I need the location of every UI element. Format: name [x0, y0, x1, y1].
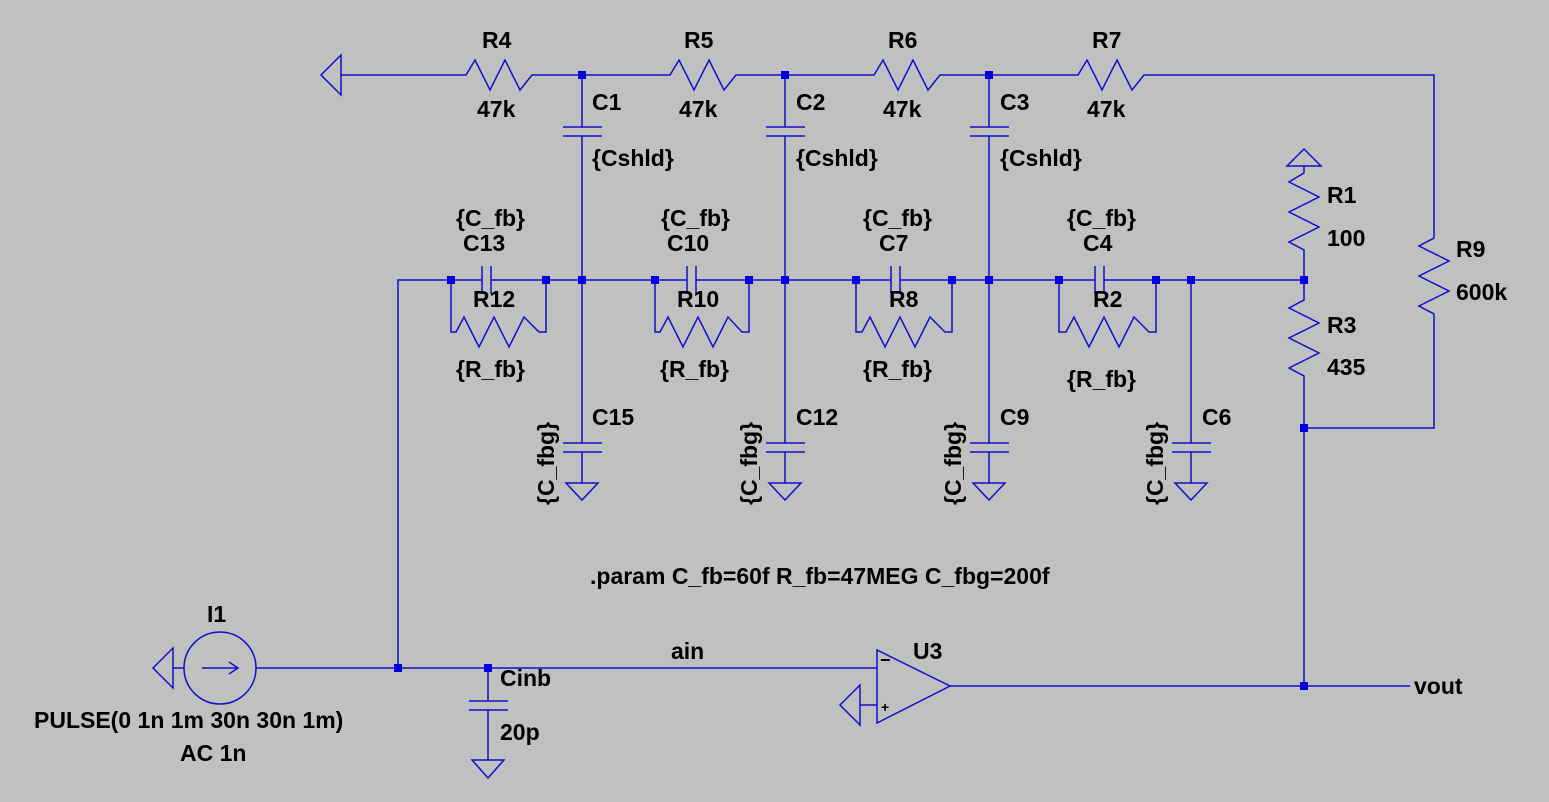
r2-value: {R_fb} — [1067, 366, 1136, 392]
resistor-r5[interactable]: R5 47k — [664, 27, 741, 122]
capacitor-c6[interactable]: C6 {C_fbg} — [1142, 280, 1231, 505]
r2-label: R2 — [1093, 286, 1122, 312]
r12-value: {R_fb} — [456, 356, 525, 382]
u3-label: U3 — [913, 638, 942, 664]
c1-value: {Cshld} — [592, 145, 674, 171]
c10-value: {C_fb} — [661, 205, 730, 231]
r10-label: R10 — [677, 286, 719, 312]
r1-ground-symbol — [1285, 147, 1323, 167]
u3-minus-input: − — [880, 650, 891, 670]
capacitor-c9[interactable]: C9 {C_fbg} — [940, 280, 1029, 505]
u3-plus-input: + — [881, 699, 889, 715]
resistor-r1[interactable]: R1 100 — [1285, 147, 1365, 280]
opamp-u3[interactable]: − + U3 — [838, 638, 1410, 727]
r7-label: R7 — [1092, 27, 1121, 53]
c7-label: C7 — [879, 230, 908, 256]
c15-value: {C_fbg} — [533, 422, 559, 505]
capacitor-c4 — [1059, 266, 1156, 294]
r6-value: 47k — [883, 96, 922, 122]
r5-value: 47k — [679, 96, 718, 122]
r8-label: R8 — [889, 286, 919, 312]
r4-value: 47k — [477, 96, 516, 122]
capacitor-c12[interactable]: C12 {C_fbg} — [736, 280, 838, 505]
resistor-r8 — [855, 280, 953, 349]
c2-value: {Cshld} — [796, 145, 878, 171]
r7-value: 47k — [1087, 96, 1126, 122]
resistor-r10 — [654, 280, 750, 349]
c12-ground-symbol — [767, 482, 803, 502]
feedback-section-3[interactable]: {C_fb} C7 R8 {R_fb} — [855, 205, 953, 382]
c2-label: C2 — [796, 89, 825, 115]
r8-value: {R_fb} — [863, 356, 932, 382]
r9-value: 600k — [1456, 279, 1507, 305]
resistor-r6[interactable]: R6 47k — [868, 27, 945, 122]
r3-label: R3 — [1327, 312, 1356, 338]
feedback-section-1[interactable]: {C_fb} C13 R12 {R_fb} — [450, 205, 547, 382]
top-chain-wires — [319, 53, 1435, 232]
cinb-ground-symbol — [470, 759, 506, 780]
capacitor-c1[interactable]: C1 {Cshld} — [563, 75, 674, 280]
resistor-r3[interactable]: R3 435 — [1287, 280, 1366, 428]
c6-value: {C_fbg} — [1142, 422, 1168, 505]
c9-label: C9 — [1000, 404, 1029, 430]
c13-label: C13 — [463, 230, 505, 256]
capacitor-c7 — [856, 266, 952, 294]
i1-label: I1 — [207, 601, 226, 627]
c3-value: {Cshld} — [1000, 145, 1082, 171]
feedback-section-4[interactable]: {C_fb} C4 R2 {R_fb} — [1058, 205, 1157, 392]
c15-ground-symbol — [564, 482, 600, 502]
junction-dots — [394, 71, 1308, 690]
r1-value: 100 — [1327, 225, 1365, 251]
c1-label: C1 — [592, 89, 622, 115]
cinb-label: Cinb — [500, 665, 551, 691]
net-ain: ain — [398, 638, 877, 669]
vout-net-label: vout — [1414, 673, 1463, 699]
c3-label: C3 — [1000, 89, 1029, 115]
i1-value: PULSE(0 1n 1m 30n 30n 1m) — [34, 707, 343, 733]
c9-value: {C_fbg} — [940, 422, 966, 505]
c6-label: C6 — [1202, 404, 1231, 430]
resistor-r12 — [450, 280, 547, 349]
capacitor-c13 — [451, 266, 546, 294]
r10-value: {R_fb} — [660, 356, 729, 382]
capacitor-c15[interactable]: C15 {C_fbg} — [533, 280, 634, 505]
c15-label: C15 — [592, 404, 634, 430]
top-left-ground-symbol — [319, 53, 342, 97]
r9-label: R9 — [1456, 236, 1485, 262]
r1-label: R1 — [1327, 182, 1357, 208]
c10-label: C10 — [667, 230, 709, 256]
capacitor-c3[interactable]: C3 {Cshld} — [970, 75, 1082, 280]
r5-label: R5 — [684, 27, 714, 53]
i1-ground-symbol — [151, 646, 174, 690]
c4-label: C4 — [1083, 230, 1113, 256]
resistor-r4[interactable]: R4 47k — [460, 27, 538, 122]
c12-value: {C_fbg} — [736, 422, 762, 505]
c7-value: {C_fb} — [863, 205, 932, 231]
capacitor-c10 — [655, 266, 749, 294]
i1-ac-value: AC 1n — [180, 740, 246, 766]
r6-label: R6 — [888, 27, 917, 53]
c12-label: C12 — [796, 404, 838, 430]
feedback-section-2[interactable]: {C_fb} C10 R10 {R_fb} — [654, 205, 750, 382]
c6-ground-symbol — [1173, 482, 1209, 502]
c9-ground-symbol — [971, 482, 1007, 502]
cinb-value: 20p — [500, 719, 540, 745]
i1-arrow-icon — [202, 661, 240, 675]
current-source-i1[interactable]: I1 PULSE(0 1n 1m 30n 30n 1m) AC 1n — [34, 601, 398, 766]
param-directive[interactable]: .param C_fb=60f R_fb=47MEG C_fbg=200f — [590, 563, 1050, 589]
resistor-r9[interactable]: R9 600k — [1304, 232, 1507, 429]
ain-net-label: ain — [671, 638, 704, 664]
c13-value: {C_fb} — [456, 205, 525, 231]
capacitor-c2[interactable]: C2 {Cshld} — [766, 75, 878, 280]
r3-value: 435 — [1327, 354, 1366, 380]
capacitor-cinb[interactable]: Cinb 20p — [469, 665, 551, 780]
resistor-r7[interactable]: R7 47k — [1072, 27, 1148, 122]
resistor-r2 — [1058, 280, 1157, 349]
r4-label: R4 — [482, 27, 512, 53]
r12-label: R12 — [473, 286, 515, 312]
u3-ground-symbol — [838, 683, 861, 727]
c4-value: {C_fb} — [1067, 205, 1136, 231]
feedback-line-wires — [397, 279, 1304, 668]
